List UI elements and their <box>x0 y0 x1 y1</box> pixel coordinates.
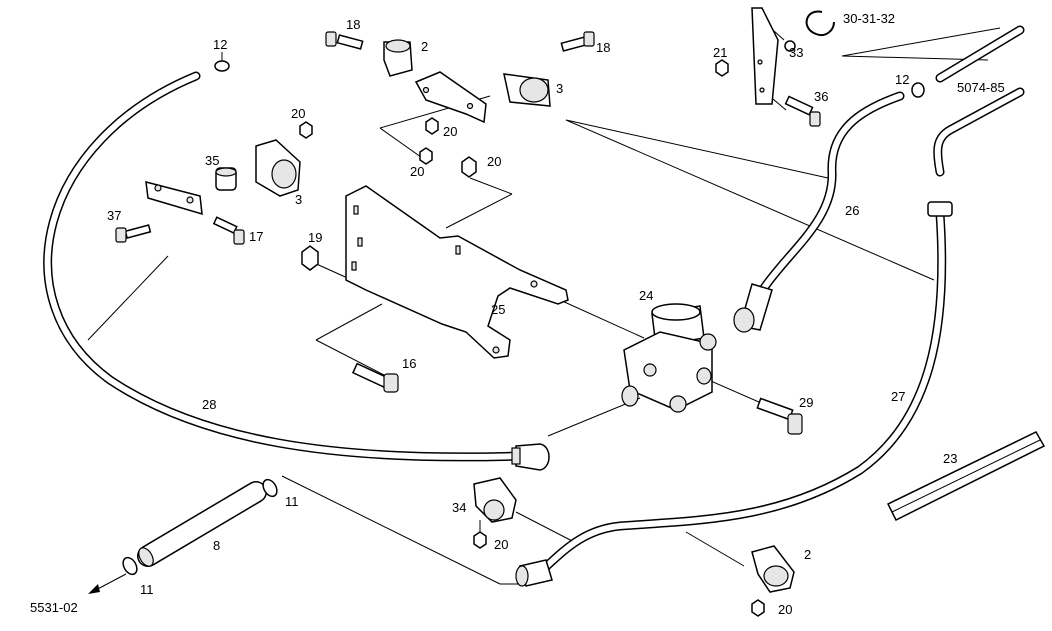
page-code: 5531-02 <box>30 600 78 615</box>
bolt-18-left <box>325 31 364 50</box>
callout-36: 36 <box>814 89 828 104</box>
clamp-12 <box>214 60 925 98</box>
callout-2: 2 <box>804 547 811 562</box>
page-ref-arrow <box>88 573 127 594</box>
bolt-17 <box>212 216 245 245</box>
callout-3: 3 <box>295 192 302 207</box>
callout-33: 33 <box>789 45 803 60</box>
callout-20: 20 <box>410 164 424 179</box>
callout-17: 17 <box>249 229 263 244</box>
clamp-11 <box>122 478 278 576</box>
nut-20 <box>299 117 765 617</box>
callout-11: 11 <box>285 494 299 509</box>
callout-8: 8 <box>213 538 220 553</box>
callout-21: 21 <box>713 45 727 60</box>
clip-3-left <box>255 139 301 197</box>
callout-27: 27 <box>891 389 905 404</box>
callout-20: 20 <box>487 154 501 169</box>
callout-3: 3 <box>556 81 563 96</box>
callout-20: 20 <box>443 124 457 139</box>
callout-20: 20 <box>291 106 305 121</box>
bolt-16 <box>351 362 399 393</box>
callout-labels: 2 2 3 3 8 11 11 12 12 16 17 18 18 19 20 … <box>30 11 1005 617</box>
bolt-37 <box>115 224 152 243</box>
bracket-37 <box>145 180 203 216</box>
callout-35: 35 <box>205 153 219 168</box>
spacer-35 <box>215 167 237 191</box>
callout-11: 11 <box>140 582 154 597</box>
clip-34 <box>473 477 517 523</box>
callout-28: 28 <box>202 397 216 412</box>
nut-19 <box>301 245 319 271</box>
callout-18: 18 <box>346 17 360 32</box>
callout-16: 16 <box>402 356 416 371</box>
callout-37: 37 <box>107 208 121 223</box>
hose-27 <box>515 201 953 587</box>
callout-18: 18 <box>596 40 610 55</box>
nut-21 <box>715 59 729 77</box>
clip-3-top <box>503 73 551 107</box>
callout-20: 20 <box>494 537 508 552</box>
callout-2: 2 <box>421 39 428 54</box>
washer-33 <box>784 40 796 52</box>
bolt-36 <box>784 95 821 127</box>
circlip-30-31-32 <box>805 10 835 36</box>
callout-34: 34 <box>452 500 466 515</box>
bracket-top <box>414 71 487 124</box>
callout-12: 12 <box>895 72 909 87</box>
clip-2-bottom <box>751 545 795 593</box>
callout-20: 20 <box>778 602 792 617</box>
rubber-strip-23 <box>886 431 1046 522</box>
clip-2-top <box>383 39 413 77</box>
callout-23: 23 <box>943 451 957 466</box>
hose-26 <box>733 91 905 333</box>
valve-24 <box>621 303 717 413</box>
callout-12: 12 <box>213 37 227 52</box>
ref-code: 5074-85 <box>957 80 1005 95</box>
callout-30-31-32: 30-31-32 <box>843 11 895 26</box>
hose-5074-85 <box>933 25 1025 177</box>
callout-29: 29 <box>799 395 813 410</box>
callout-25: 25 <box>491 302 505 317</box>
callout-26: 26 <box>845 203 859 218</box>
bracket-25 <box>345 185 569 359</box>
hose-28 <box>43 71 550 471</box>
pipe-8 <box>137 481 267 567</box>
bolt-29 <box>756 397 803 435</box>
bracket-33 <box>751 7 779 105</box>
bolt-18-right <box>560 31 595 52</box>
callout-24: 24 <box>639 288 653 303</box>
callout-19: 19 <box>308 230 322 245</box>
